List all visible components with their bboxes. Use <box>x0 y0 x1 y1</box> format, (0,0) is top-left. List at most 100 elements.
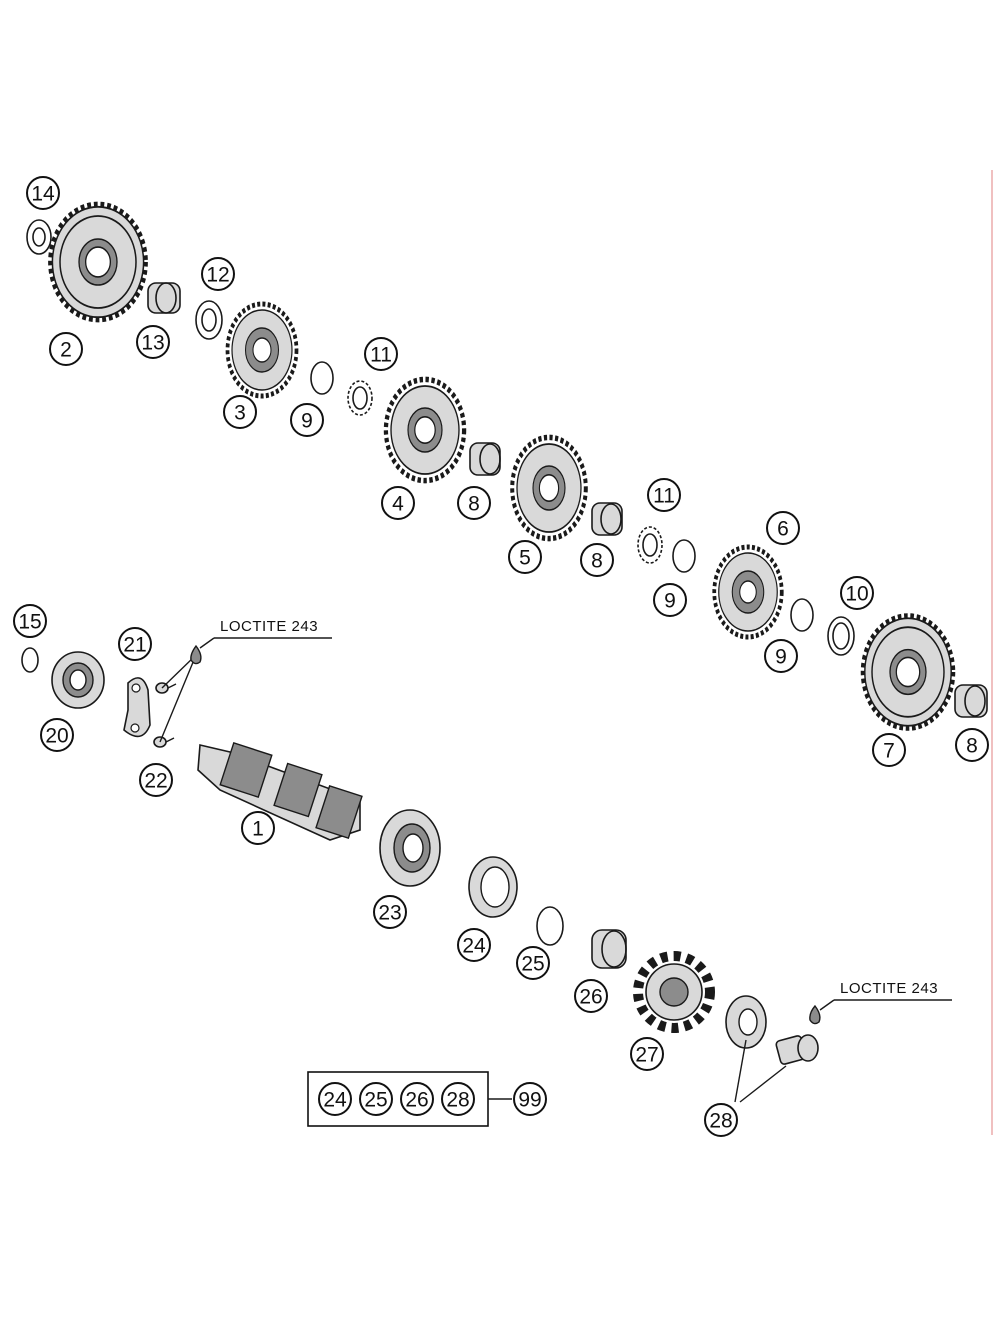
callout-c9a-label: 9 <box>301 410 313 433</box>
callout-c13-circle <box>136 325 170 359</box>
callout-c22-label: 22 <box>144 770 167 793</box>
part-13-bushing <box>147 282 181 314</box>
part-9-circlip-c <box>790 598 814 632</box>
callout-c1: 1 <box>241 811 275 845</box>
callout-c3-label: 3 <box>234 402 246 425</box>
callout-c28-circle <box>704 1103 738 1137</box>
part-8-bushing-b <box>591 502 623 536</box>
callout-c26-label: 26 <box>579 986 602 1009</box>
kit-item-26-label: 26 <box>405 1089 428 1112</box>
callout-c2-label: 2 <box>60 339 72 362</box>
callout-c9c: 9 <box>764 639 798 673</box>
callout-c1-label: 1 <box>252 818 264 841</box>
part-1-main-shaft <box>197 742 363 841</box>
callout-c6-label: 6 <box>777 518 789 541</box>
part-20-bearing <box>51 651 105 709</box>
callout-c10-label: 10 <box>845 583 868 606</box>
kit-item-24: 24 <box>318 1082 352 1116</box>
part-15-circlip <box>21 647 39 673</box>
loctite-label-upper: LOCTITE 243 <box>220 618 318 635</box>
kit-item-28: 28 <box>441 1082 475 1116</box>
callout-c12-label: 12 <box>206 264 229 287</box>
callout-c14-circle <box>26 176 60 210</box>
callout-c10-circle <box>840 576 874 610</box>
callout-c1-circle <box>241 811 275 845</box>
callout-c20-label: 20 <box>45 725 68 748</box>
kit-result: 99 <box>513 1082 547 1116</box>
kit-item-26-circle <box>400 1082 434 1116</box>
part-11-lockwasher-a <box>347 380 373 416</box>
callout-c24-label: 24 <box>462 935 486 958</box>
callout-c25-circle <box>516 946 550 980</box>
callout-c20-circle <box>40 718 74 752</box>
callout-c9a-circle <box>290 403 324 437</box>
callout-c26: 26 <box>574 979 608 1013</box>
callout-c11a: 11 <box>364 337 398 371</box>
part-22-screws <box>153 654 197 748</box>
callout-c14: 14 <box>26 176 60 210</box>
part-8-bushing-a <box>469 442 501 476</box>
callout-c8c-circle <box>955 728 989 762</box>
part-23-bearing <box>379 809 441 887</box>
callout-c6-circle <box>766 511 800 545</box>
callout-c23-label: 23 <box>378 902 401 925</box>
callout-c9c-label: 9 <box>775 646 787 669</box>
callout-c11b-circle <box>647 478 681 512</box>
part-3-gear <box>225 301 299 399</box>
callout-c27-label: 27 <box>635 1044 658 1067</box>
callout-c11b: 11 <box>647 478 681 512</box>
part-27-sprocket <box>633 951 715 1033</box>
callout-c7: 7 <box>872 733 906 767</box>
kit-item-26: 26 <box>400 1082 434 1116</box>
callout-c12: 12 <box>201 257 235 291</box>
callout-c7-circle <box>872 733 906 767</box>
callout-c9b: 9 <box>653 583 687 617</box>
part-25-o-ring <box>536 906 564 946</box>
callout-c3-circle <box>223 395 257 429</box>
callout-c4-label: 4 <box>392 493 404 516</box>
callout-c7-label: 7 <box>883 740 895 763</box>
callout-c22-circle <box>139 763 173 797</box>
part-12-washer <box>195 300 223 340</box>
kit-item-25: 25 <box>359 1082 393 1116</box>
callout-c20: 20 <box>40 718 74 752</box>
part-21-retaining-plate <box>123 677 151 738</box>
callout-c21-label: 21 <box>123 634 146 657</box>
part-6-gear <box>712 544 784 640</box>
part-24-shaft-seal <box>468 856 518 918</box>
callout-c13: 13 <box>136 325 170 359</box>
callout-c5-circle <box>508 540 542 574</box>
callout-c9b-label: 9 <box>664 590 676 613</box>
callout-c2: 2 <box>49 332 83 366</box>
callout-c12-circle <box>201 257 235 291</box>
part-9-circlip-b <box>672 539 696 573</box>
part-2-gear <box>48 201 148 323</box>
loctite-drop-lower: LOCTITE 243 <box>809 980 952 1025</box>
callout-c8a-circle <box>457 486 491 520</box>
callout-c24: 24 <box>457 928 491 962</box>
callout-c3: 3 <box>223 395 257 429</box>
part-5-gear <box>510 434 588 542</box>
part-10-washer <box>827 616 855 656</box>
callout-c21: 21 <box>118 627 152 661</box>
callout-c14-label: 14 <box>31 183 55 206</box>
callout-c25-label: 25 <box>521 953 544 976</box>
part-9-circlip-a <box>310 361 334 395</box>
kit-result-circle <box>513 1082 547 1116</box>
callout-c28: 28 <box>704 1103 738 1137</box>
kit-result-label: 99 <box>518 1089 541 1112</box>
callout-c5-label: 5 <box>519 547 531 570</box>
callout-c15-circle <box>13 604 47 638</box>
kit-item-28-label: 28 <box>446 1089 469 1112</box>
callout-c2-circle <box>49 332 83 366</box>
callout-c28-label: 28 <box>709 1110 732 1133</box>
callout-c8b-label: 8 <box>591 550 603 573</box>
kit-item-25-circle <box>359 1082 393 1116</box>
callout-c22: 22 <box>139 763 173 797</box>
callout-c6: 6 <box>766 511 800 545</box>
kit-item-24-label: 24 <box>323 1089 347 1112</box>
callout-c11b-label: 11 <box>653 485 675 508</box>
callout-c9c-circle <box>764 639 798 673</box>
part-26-spacer-sleeve <box>591 929 627 969</box>
